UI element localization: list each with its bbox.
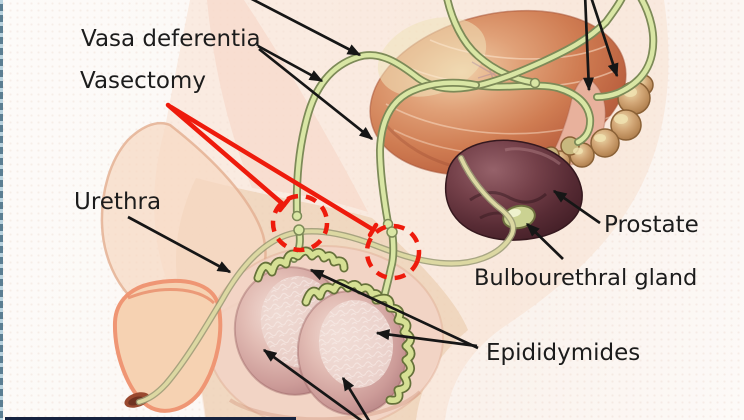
testes-arrow-left-cropped	[262, 348, 363, 420]
label-prostate: Prostate	[604, 212, 699, 238]
urethra-arrow	[127, 215, 232, 274]
bulbourethral-arrow	[526, 223, 564, 260]
seminal-vesicle-arrow-1	[582, 0, 594, 92]
annotation-arrows	[127, 0, 619, 420]
glans	[112, 279, 223, 413]
epididymides-arrow-left	[309, 268, 479, 350]
urethra-tube	[135, 154, 517, 406]
label-urethra: Urethra	[74, 189, 162, 215]
label-bulbourethral-gland: Bulbourethral gland	[474, 265, 698, 291]
bladder-arrow-cropped	[250, 0, 362, 57]
vas-deferens-right	[375, 78, 480, 227]
epididymis-left	[253, 246, 349, 283]
prostate-arrow	[552, 189, 601, 225]
testis-right	[296, 290, 408, 416]
vas-deferens-right-deep	[472, 81, 595, 146]
window-left-border	[0, 0, 3, 420]
vasectomy-site-left	[270, 193, 330, 253]
label-vasectomy: Vasectomy	[80, 68, 206, 94]
testes-arrow-right-cropped	[341, 376, 371, 420]
left-ureter	[443, 0, 541, 89]
vasa-deferentia-arrow-left	[257, 44, 324, 83]
vasa-deferentia-arrow-right	[258, 47, 374, 141]
right-ureter	[593, 0, 658, 101]
vasectomy-site-right	[364, 223, 422, 281]
window-bottom-bar	[5, 417, 296, 420]
label-vasa-deferentia: Vasa deferentia	[81, 26, 261, 52]
prostate-gland	[444, 139, 583, 241]
seminal-vesicle-arrow-2	[590, 0, 619, 78]
epididymides-arrow-right	[375, 329, 478, 348]
label-epididymides: Epididymides	[486, 340, 641, 366]
vasectomy-pointer-lines	[165, 102, 379, 238]
